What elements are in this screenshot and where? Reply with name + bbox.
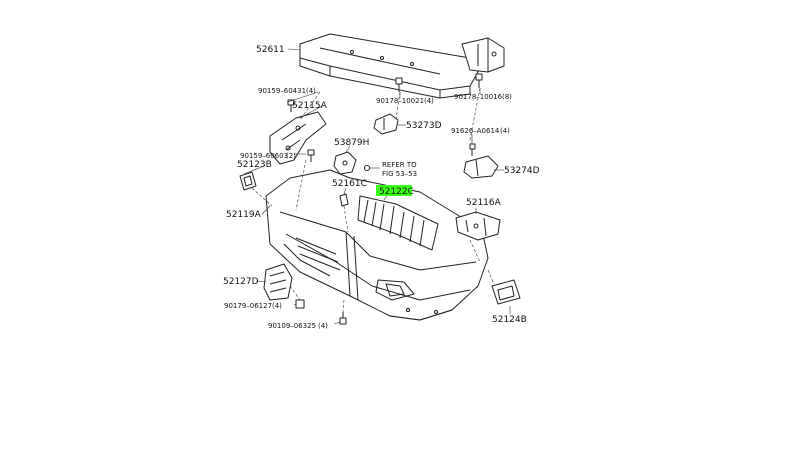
leader-lines [243,48,511,325]
label-52127d: 52127D [223,277,259,287]
screw-90109-06325 [339,312,347,325]
label-52122c: 52122C [379,187,414,197]
bolt-91626-a0614 [469,143,476,156]
cover-52127d [263,263,293,301]
label-53273d: 53273D [406,121,442,131]
highlight-52122c [376,185,412,196]
front-bumper-cover [265,169,489,321]
label-53274d: 53274D [504,166,540,176]
label-52124b: 52124B [492,315,527,325]
qty-90159-60603: (2) [286,152,296,160]
refer-to-line1: REFER TO [382,161,417,169]
label-90109-06325: 90109–06325 [268,322,316,330]
bumper-grille-52122c [357,195,439,251]
label-90178-10016: 90178–10016 [454,93,503,101]
pad-53879h [333,151,357,175]
label-52161c: 52161C [332,179,367,189]
label-52119a: 52119A [226,210,262,220]
label-52115a: 52115A [292,101,328,111]
beam-bolt-left [395,77,403,92]
cover-52123b [239,171,257,191]
clip-52161c [339,193,349,207]
qty-90179-06127: (4) [272,302,282,310]
bolt-90159-60603 [307,149,315,162]
qty-90178-10021: (4) [424,97,434,105]
label-90178-10021: 90178–10021 [376,97,424,105]
bumper-side-bracket-right [455,211,501,241]
refer-bolt [364,165,370,171]
clip-90179-06127 [295,299,305,309]
label-90159-60431: 90159–60431 [258,87,306,95]
bolt-90159-60431 [287,99,295,112]
retainer-53273d [373,113,399,135]
label-52123b: 52123B [237,160,272,170]
label-53879h: 53879H [334,138,369,148]
label-91626-a0614: 91626–A0614 [451,127,500,135]
label-52116a: 52116A [466,198,502,208]
beam-end-bracket [461,37,505,73]
label-90179-06127: 90179–06127 [224,302,272,310]
bracket-53274d [463,155,499,179]
qty-90109-06325: (4) [318,322,328,330]
bumper-reinforcement-beam [299,33,479,99]
qty-91626-a0614: (4) [500,127,510,135]
beam-bolt-right [475,73,483,88]
qty-90159-60431: (4) [306,87,316,95]
refer-to-line2: FIG 53–53 [382,170,417,178]
label-90159-60603: 90159–60603 [240,152,288,160]
qty-90178-10016: (8) [502,93,512,101]
cover-52124b [491,279,521,305]
label-52611: 52611 [256,45,285,55]
